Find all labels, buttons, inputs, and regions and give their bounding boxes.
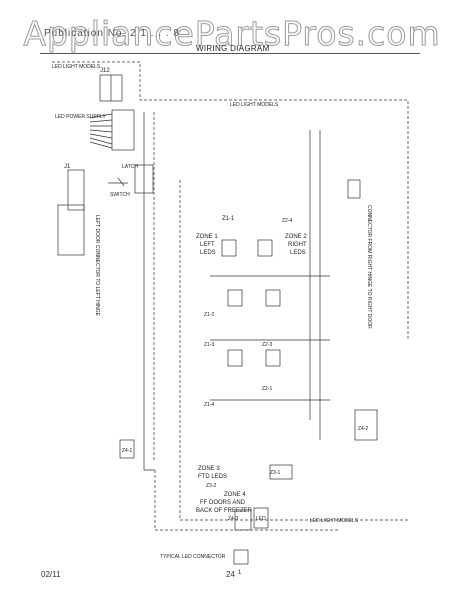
footer-date: 02/11	[41, 570, 61, 579]
label-z2-3: Z2-3	[262, 342, 273, 348]
label-z1-3: Z1-3	[204, 342, 215, 348]
page-title: WIRING DIAGRAM	[196, 44, 270, 53]
label-j12: J12	[100, 68, 110, 74]
label-z4-1: Z4-1	[122, 448, 133, 454]
label-typical-connector: TYPICAL LED CONNECTOR	[160, 554, 226, 560]
led-block-z1-top	[221, 239, 237, 257]
label-z4-3: Z4-3	[228, 516, 239, 522]
top-dashed-border	[52, 61, 409, 340]
bottom-dashed	[154, 470, 340, 531]
left-connector-body	[57, 204, 85, 256]
label-zone4-sub2: BACK OF FREEZER	[196, 508, 253, 514]
label-zone2-title: ZONE 2	[285, 234, 307, 240]
label-zone3-sub: FTD LEDS	[198, 474, 227, 480]
label-z4-2: Z4-2	[358, 426, 369, 432]
label-zone2-sub: RIGHT	[288, 242, 307, 248]
watermark: AppliancePartsPros.com	[23, 14, 441, 54]
led-block-z2-top	[257, 239, 273, 257]
footer-page: 24	[226, 570, 235, 579]
label-zone1-sub2: LEDS	[200, 250, 216, 256]
label-zone4-sub: FF DOORS AND	[200, 500, 246, 506]
harness-wires	[89, 113, 113, 149]
led-block-z2-mid	[265, 289, 281, 307]
label-z1-2: Z1-2	[204, 312, 215, 318]
main-wire-1	[143, 112, 155, 471]
label-zone2-sub2: LEDS	[290, 250, 306, 256]
label-led-models-top: LED LIGHT MODELS	[230, 102, 279, 108]
label-right-door-connector: CONNECTOR FROM RIGHT HINGE TO RIGHT DOOR	[366, 205, 372, 329]
led-block-z2-low	[265, 349, 281, 367]
label-z2-1: Z2-1	[262, 386, 273, 392]
label-latch: LATCH	[122, 164, 138, 170]
label-j1: J1	[64, 164, 71, 170]
dashed-frame	[179, 180, 408, 521]
model-strip: Publication No. 2 1 . . . 8	[44, 28, 180, 39]
label-z3-1: Z3-1	[270, 470, 281, 476]
led-block-z1-mid	[227, 289, 243, 307]
typical-connector-block	[233, 549, 249, 565]
label-zone3-title: ZONE 3	[198, 466, 220, 472]
j1-connector	[67, 169, 85, 211]
label-z1-1: Z1-1	[222, 216, 235, 222]
zone1-bus	[210, 275, 330, 401]
label-led-models-bottom: LED LIGHT MODELS	[310, 518, 359, 524]
label-connector-number: 1	[238, 570, 242, 576]
power-supply-block	[111, 109, 135, 151]
z1-1-block	[119, 439, 135, 459]
label-zone4-title: ZONE 4	[224, 492, 246, 498]
z3-connector	[269, 464, 293, 480]
led-block-z1-low	[227, 349, 243, 367]
label-z1-4: Z1-4	[204, 402, 215, 408]
label-z3-2: Z3-2	[206, 483, 217, 489]
label-z2-4: Z2-4	[282, 218, 293, 224]
label-switch: SWITCH	[110, 192, 130, 198]
z4-led	[253, 507, 269, 529]
label-left-door-connector: LEFT DOOR CONNECTOR TO LEFT HINGE	[94, 215, 100, 317]
label-power-supply: LED POWER SUPPLY	[55, 114, 106, 120]
right-connector-top	[347, 179, 361, 199]
label-led: LED	[256, 516, 266, 522]
label-zone1-title: ZONE 1	[196, 234, 218, 240]
title-rule	[40, 53, 420, 54]
label-zone1-sub: LEFT	[200, 242, 215, 248]
switch-wire	[108, 177, 128, 187]
right-connector-bottom	[354, 409, 378, 441]
label-led-models-top-left: LED LIGHT MODELS	[52, 64, 101, 70]
